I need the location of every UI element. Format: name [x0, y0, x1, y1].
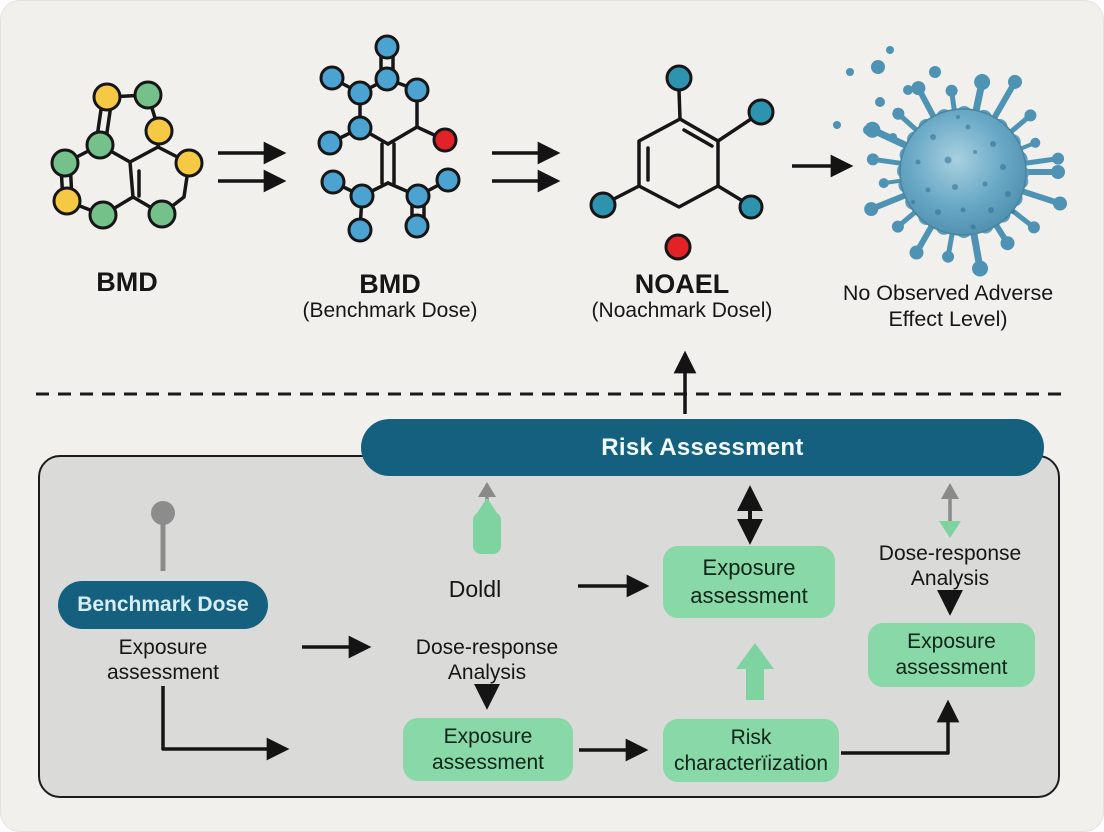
gray-green-arrow-icon — [939, 483, 961, 538]
virus-label-line1: No Observed Adverse — [842, 281, 1054, 305]
bmd-molecule-2-icon — [317, 34, 461, 243]
bottle-up-arrow-icon — [473, 482, 501, 554]
mol3-sublabel: (Noachmark Dosel) — [591, 299, 773, 322]
risk-characterization-box: Risk characterïization — [663, 719, 839, 782]
green-up-arrow-icon — [736, 643, 774, 700]
exposure-left-label: Exposure assessment — [63, 635, 263, 685]
exposure-box-right-line2: assessment — [895, 656, 1008, 679]
pin-icon — [151, 501, 175, 571]
risk-box-line1: Risk — [730, 725, 772, 749]
benchmark-pill-label: Benchmark Dose — [77, 593, 249, 616]
virus-droplets-icon — [833, 46, 941, 141]
dose-response-right-line1: Dose-response — [878, 542, 1022, 565]
virus-label-line2: Effect Level) — [888, 307, 1008, 331]
exposure-box-mid-line1: Exposure — [443, 724, 533, 748]
virus-icon — [833, 46, 1068, 277]
dose-response-mid-label: Dose-response Analysis — [387, 635, 587, 685]
benchmark-dose-pill: Benchmark Dose — [58, 581, 268, 629]
elbow-arrow-benchmark-icon — [161, 686, 290, 761]
exposure-left-line2: assessment — [106, 661, 220, 684]
dose-response-right-label: Dose-response Analysis — [850, 541, 1050, 591]
double-arrow-2-icon — [492, 141, 561, 193]
dold-label: Doldl — [448, 576, 502, 602]
mol3-label: NOAEL — [634, 269, 730, 299]
elbow-arrow-risk-to-right-icon — [841, 699, 960, 755]
exposure-box-top-line1: Exposure — [702, 555, 796, 580]
double-arrow-1-icon — [218, 141, 287, 193]
mol1-label: BMD — [96, 267, 158, 297]
dose-response-mid-line2: Analysis — [447, 661, 527, 684]
bmd-molecule-1-icon — [50, 80, 204, 230]
exposure-assessment-box-top: Exposure assessment — [663, 546, 835, 618]
banner-title: Risk Assessment — [601, 433, 804, 461]
exposure-left-line1: Exposure — [118, 636, 208, 659]
exposure-box-top-line2: assessment — [690, 583, 808, 608]
dose-response-right-line2: Analysis — [910, 567, 990, 590]
noael-molecule-icon — [589, 64, 775, 261]
exposure-box-mid-line2: assessment — [431, 750, 545, 774]
risk-box-line2: characterïization — [673, 751, 829, 775]
exposure-assessment-box-mid: Exposure assessment — [403, 718, 573, 781]
mol2-label: BMD — [359, 269, 421, 299]
exposure-box-right-line1: Exposure — [907, 630, 996, 653]
mol2-sublabel: (Benchmark Dose) — [302, 299, 478, 322]
dose-response-mid-line1: Dose-response — [415, 636, 559, 659]
exposure-assessment-box-right: Exposure assessment — [868, 623, 1035, 687]
virus-label: No Observed Adverse Effect Level) — [833, 280, 1063, 332]
risk-assessment-banner: Risk Assessment — [361, 419, 1044, 476]
